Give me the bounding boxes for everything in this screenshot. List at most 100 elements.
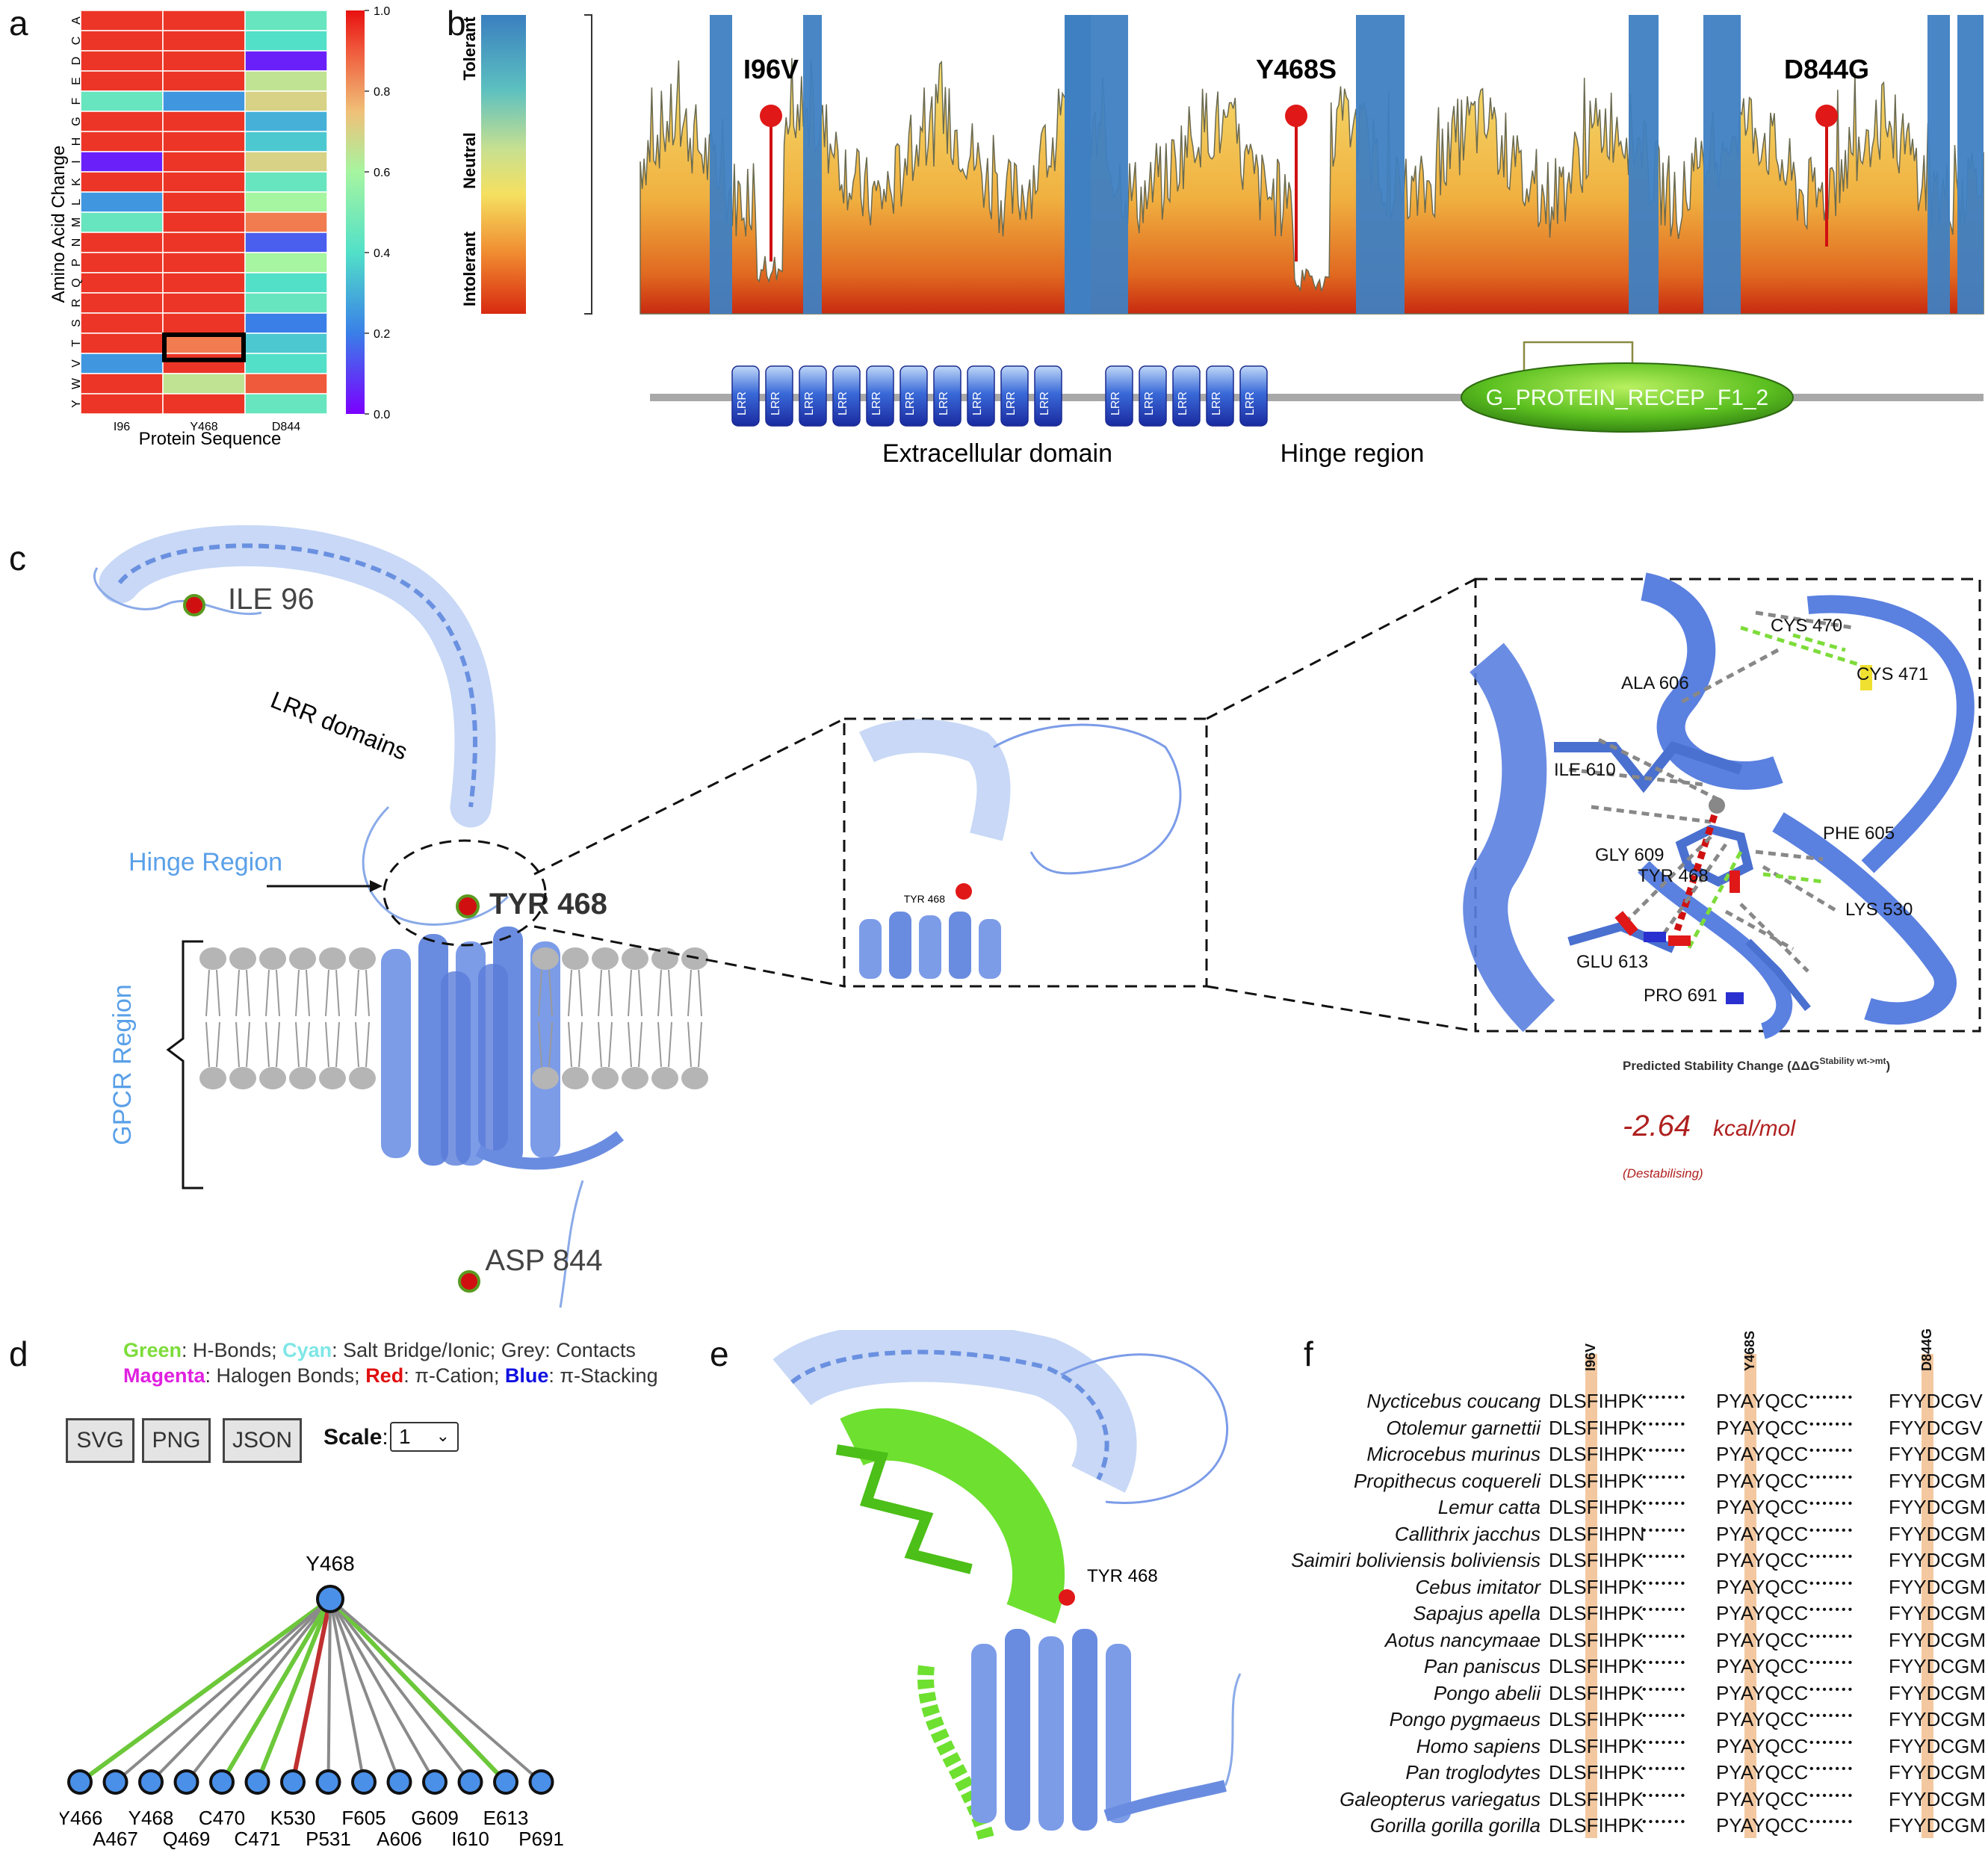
colorbar-tick: 0.2 <box>374 328 390 341</box>
zoom-residue-label: CYS 470 <box>1771 616 1842 636</box>
network-edge <box>149 1597 332 1784</box>
alignment-gap: ••••••• <box>1809 1816 1855 1828</box>
network-nodes: Y466A467Y468Q469C470C471K530P531F605A606… <box>60 1769 564 1850</box>
tolerant-spike <box>1957 15 1984 314</box>
membrane-bilayer <box>199 947 708 1089</box>
network-center-label: Y468 <box>306 1552 354 1575</box>
panel-label-f: f <box>1304 1334 1313 1373</box>
alignment-sequence: DLSFIHPK <box>1549 1469 1644 1492</box>
alignment-sequence: FYYDCGV <box>1889 1390 1983 1412</box>
alignment-sequence: DLSFIHPK <box>1549 1761 1644 1784</box>
network-edges <box>78 1597 542 1784</box>
network-edge <box>220 1597 332 1784</box>
zoom-residue-label: ILE 610 <box>1554 760 1616 780</box>
heatmap-cell <box>162 30 246 52</box>
network-node <box>280 1769 306 1795</box>
alignment-sequence: FYYDCGM <box>1889 1681 1986 1704</box>
network-edge <box>326 1598 332 1783</box>
alignment-gap: ••••••• <box>1642 1789 1688 1802</box>
scale-label: Scale: <box>323 1425 388 1450</box>
heatmap-col-label: D844 <box>272 421 300 433</box>
lrr-repeat: LRR <box>1239 365 1268 427</box>
export-json-button[interactable]: JSON <box>223 1418 302 1463</box>
alignment-sequence: PYAYQCC <box>1716 1549 1809 1571</box>
alignment-gap: ••••••• <box>1809 1417 1855 1431</box>
residue-label-ile96: ILE 96 <box>228 583 315 616</box>
heatmap-cell <box>80 111 164 132</box>
heatmap-row-label: K <box>70 178 83 186</box>
region-label-extracellular: Extracellular domain <box>882 439 1112 468</box>
heatmap-cell <box>80 353 164 374</box>
lrr-repeat: LRR <box>832 365 861 427</box>
alignment-gap: ••••••• <box>1642 1816 1688 1828</box>
colorbar-tick: 0.8 <box>374 86 390 99</box>
alignment-sequence: DLSFIHPK <box>1549 1496 1644 1518</box>
alignment-species: Pan troglodytes <box>1405 1761 1540 1784</box>
export-svg-button[interactable]: SVG <box>66 1418 134 1463</box>
legend-line-1-content: Green: H-Bonds; Cyan: Salt Bridge/Ionic;… <box>123 1339 636 1361</box>
inset-loop <box>993 723 1182 875</box>
scale-select[interactable]: 1 ⌄ <box>390 1422 459 1452</box>
alignment-species: Sapajus apella <box>1413 1602 1540 1624</box>
heatmap-cell <box>80 393 164 415</box>
alignment-sequence: DLSFIHPK <box>1549 1628 1644 1651</box>
alignment-species: Cebus imitator <box>1415 1575 1540 1598</box>
heatmap-cell <box>80 312 164 334</box>
panel-label-c: c <box>9 539 26 578</box>
alignment-species: Pongo abelii <box>1433 1681 1540 1704</box>
network-node-label: F605 <box>341 1807 385 1829</box>
network-node <box>209 1769 235 1795</box>
residue-marker-asp844 <box>458 1270 480 1293</box>
legend-segment: Cyan <box>282 1339 332 1361</box>
network-node <box>528 1769 554 1795</box>
heatmap-col-label: I96 <box>114 421 130 433</box>
alignment-sequence: DLSFIHPK <box>1549 1655 1644 1677</box>
heatmap-row-label: D <box>70 57 83 66</box>
network-node <box>138 1769 164 1795</box>
heatmap-row-label: P <box>70 259 83 267</box>
network-edge <box>329 1597 542 1784</box>
heatmap-col-label: Y468 <box>190 421 217 433</box>
heatmap-highlight <box>162 332 246 362</box>
zoom-box <box>1474 578 1981 1033</box>
heatmap-xlabel: Protein Sequence <box>139 429 282 449</box>
interaction-network: Y468 Y466A467Y468Q469C470C471K530P531F60… <box>60 1552 564 1850</box>
alignment-gap: ••••••• <box>1809 1391 1855 1404</box>
network-node <box>102 1769 128 1795</box>
alignment-gap: ••••••• <box>1642 1656 1688 1669</box>
network-node-label: Q469 <box>163 1828 211 1850</box>
heatmap-cell <box>162 232 246 253</box>
heatmap-row-label: Q <box>70 278 83 287</box>
lrr-repeat: LRR <box>1206 365 1234 427</box>
network-center-node <box>316 1585 344 1613</box>
heatmap-cell <box>80 191 164 213</box>
svg-text:Hinge Region: Hinge Region <box>128 848 282 876</box>
hinge-region-outline <box>383 839 547 947</box>
alignment-sequence: PYAYQCC <box>1716 1761 1809 1784</box>
alignment-sequence: DLSFIHPK <box>1549 1814 1644 1837</box>
conservation-highlight <box>1922 1354 1933 1838</box>
structure-panel: ILE 96 ASP 844 TYR 468 LRR domains Hinge… <box>93 525 1981 1308</box>
heatmap-row-label: H <box>70 137 83 146</box>
zoom-residue-label: ALA 606 <box>1621 673 1689 693</box>
alignment-species: Saimiri boliviensis boliviensis <box>1291 1549 1540 1571</box>
lrr-ribbon <box>117 543 477 808</box>
network-node <box>351 1769 377 1795</box>
gpcr-domain-label: G_PROTEIN_RECEP_F1_2 <box>1486 386 1768 410</box>
heatmap-row-label: F <box>70 97 83 105</box>
heatmap-cell <box>244 373 328 395</box>
alignment-gap: ••••••• <box>1642 1523 1688 1537</box>
heatmap-cell <box>162 90 246 112</box>
tolerant-spike <box>1703 15 1741 314</box>
heatmap-cell <box>80 211 164 233</box>
heatmap-cell <box>162 393 246 415</box>
export-png-button[interactable]: PNG <box>142 1418 211 1463</box>
heatmap-cell <box>244 252 328 273</box>
tolerance-landscape: Tolerant Neutral Intolerant I96V Y468S D… <box>463 14 1984 468</box>
network-node <box>386 1769 412 1795</box>
svg-text:I96V: I96V <box>743 54 799 84</box>
heatmap-cell <box>162 272 246 294</box>
alignment-species: Aotus nancymaae <box>1384 1628 1540 1651</box>
heatmap-row-label: R <box>70 299 83 308</box>
